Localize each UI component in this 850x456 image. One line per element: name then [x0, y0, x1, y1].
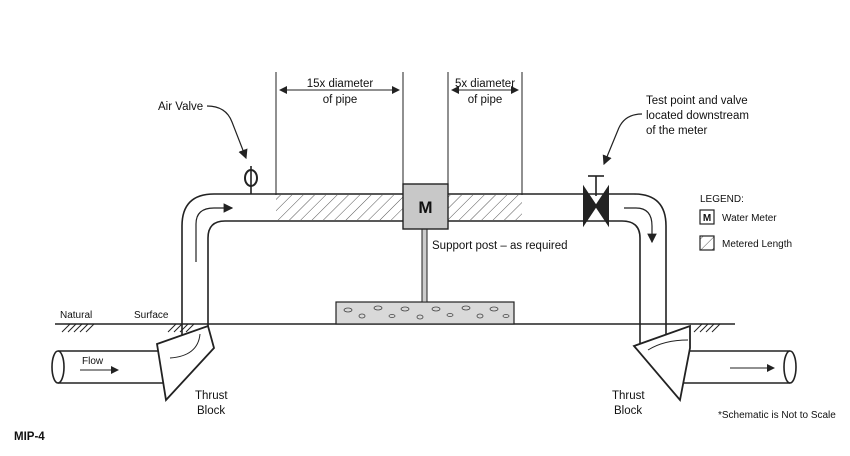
downstream-dimension-label-1: 5x diameter: [455, 78, 515, 90]
support-footing: [335, 301, 515, 325]
legend-title: LEGEND:: [700, 194, 744, 205]
dimension-downstream: [447, 72, 523, 195]
downstream-dimension-label-2: of pipe: [468, 94, 503, 106]
legend: LEGEND: M Water Meter Metered Length: [699, 194, 792, 251]
upstream-dimension-label-1: 15x diameter: [307, 78, 374, 90]
thrust-block-right: [632, 324, 691, 403]
test-point-valve: [583, 175, 609, 228]
water-meter: M: [402, 183, 449, 230]
flow-arrow-upper-right: [624, 207, 657, 244]
support-post: [421, 228, 428, 303]
upstream-dimension-label-2: of pipe: [323, 94, 358, 106]
test-point-label-1: Test point and valve: [646, 95, 748, 107]
legend-metered-swatch: [699, 235, 715, 251]
inlet-pipe: [51, 350, 170, 384]
air-valve-leader: [206, 105, 248, 160]
thrust-block-right-label-2: Block: [614, 405, 642, 417]
surface-label: Surface: [134, 310, 169, 321]
outlet-pipe: [676, 350, 797, 384]
legend-meter-symbol: M: [703, 213, 711, 224]
natural-label: Natural: [60, 310, 92, 321]
flow-label: Flow: [82, 356, 104, 367]
flow-arrow-upper-left: [195, 203, 234, 262]
ground-hatch-left: [61, 323, 95, 333]
dimension-upstream: [275, 72, 404, 195]
metered-length-downstream: [448, 195, 522, 220]
air-valve-label: Air Valve: [158, 101, 203, 113]
test-point-label-3: of the meter: [646, 125, 708, 137]
metered-length-upstream: [276, 195, 403, 220]
thrust-block-left-label-1: Thrust: [195, 390, 228, 402]
test-point-label-2: located downstream: [646, 110, 749, 122]
not-to-scale-note: *Schematic is Not to Scale: [718, 410, 836, 421]
thrust-block-left: [155, 324, 215, 402]
natural-surface-line: [55, 323, 735, 333]
thrust-block-right-label-1: Thrust: [612, 390, 645, 402]
test-point-leader: [602, 113, 643, 166]
figure-id: MIP-4: [14, 431, 45, 443]
support-post-label: Support post – as required: [432, 240, 568, 252]
air-valve: [244, 166, 258, 194]
meter-letter: M: [418, 198, 432, 217]
thrust-block-left-label-2: Block: [197, 405, 225, 417]
legend-meter-swatch: [699, 209, 715, 225]
ground-hatch-right: [693, 323, 721, 333]
legend-meter-label: Water Meter: [722, 213, 777, 224]
ground-hatch-center: [167, 323, 195, 333]
legend-metered-label: Metered Length: [722, 239, 792, 250]
